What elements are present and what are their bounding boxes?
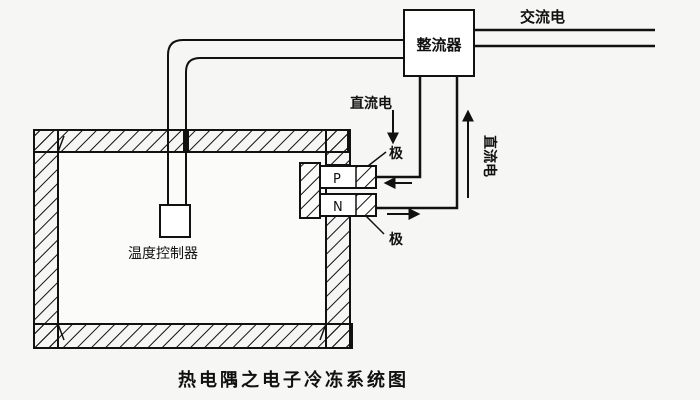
figure-caption: 热电隅之电子冷冻系统图 — [178, 369, 409, 391]
temperature-sensor — [159, 204, 191, 238]
dc-power-label-right: 直流电 — [481, 135, 498, 177]
rectifier-label: 整流器 — [416, 36, 462, 54]
dc-wire-bottom — [376, 76, 459, 210]
cabinet-right-wall-upper — [325, 129, 351, 166]
p-type-label: P — [333, 172, 341, 187]
cold-side-plate — [299, 162, 321, 219]
ac-power-label: 交流电 — [520, 8, 565, 26]
controller-pipe — [159, 39, 404, 238]
dc-power-label-left: 直流电 — [350, 95, 392, 112]
hot-side-junction-bottom — [355, 193, 377, 217]
hot-side-junction-top — [355, 165, 377, 189]
rectifier-box — [403, 9, 475, 77]
electrode-bottom-label: 极 — [389, 231, 404, 248]
cabinet-bottom-wall — [33, 323, 353, 349]
cabinet-right-wall-lower — [325, 214, 351, 349]
cabinet-interior — [57, 151, 327, 325]
temperature-controller-label: 温度控制器 — [128, 246, 198, 262]
thermoelectric-module: P N — [299, 162, 377, 219]
electrode-top-label: 极 — [389, 145, 404, 162]
cabinet-left-wall — [33, 129, 59, 349]
n-type-label: N — [333, 200, 343, 215]
cabinet-top-wall-right — [187, 129, 349, 153]
